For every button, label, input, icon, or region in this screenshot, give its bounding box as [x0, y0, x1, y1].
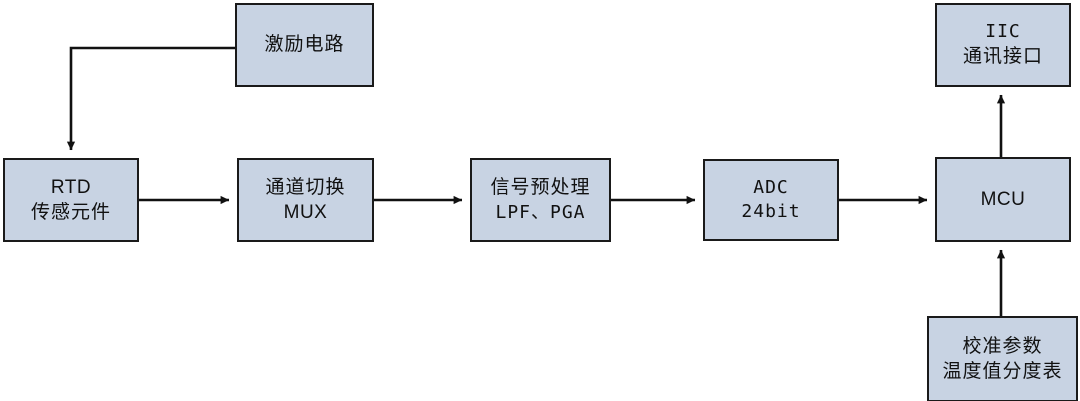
block-signal-preprocessing-line-2: LPF、PGA	[495, 201, 586, 223]
block-mcu-line-1: MCU	[980, 188, 1026, 210]
block-adc[interactable]: ADC 24bit	[703, 159, 839, 241]
block-signal-preprocessing[interactable]: 信号预处理 LPF、PGA	[470, 158, 611, 242]
block-iic-interface-line-1: IIC	[985, 21, 1021, 43]
block-calibration-table-line-1: 校准参数	[962, 334, 1043, 357]
block-calibration-table[interactable]: 校准参数 温度值分度表	[927, 316, 1078, 401]
block-rtd-sensor-line-1: RTD	[50, 176, 92, 198]
block-mcu[interactable]: MCU	[935, 157, 1071, 242]
block-iic-interface-line-2: 通讯接口	[962, 45, 1043, 68]
block-channel-mux-line-1: 通道切换	[265, 175, 346, 198]
block-channel-mux[interactable]: 通道切换 MUX	[237, 158, 374, 242]
block-channel-mux-line-2: MUX	[283, 202, 328, 223]
block-adc-line-1: ADC	[753, 177, 789, 199]
block-excitation-circuit-line-1: 激励电路	[264, 33, 345, 56]
block-excitation-circuit[interactable]: 激励电路	[235, 3, 374, 87]
connector-excitation-to-rtd	[66, 46, 235, 151]
block-rtd-sensor[interactable]: RTD 传感元件	[3, 158, 139, 242]
block-calibration-table-line-2: 温度值分度表	[942, 360, 1063, 382]
block-iic-interface[interactable]: IIC 通讯接口	[935, 3, 1071, 87]
block-adc-line-2: 24bit	[741, 201, 801, 222]
block-rtd-sensor-line-2: 传感元件	[30, 201, 111, 223]
block-signal-preprocessing-line-1: 信号预处理	[490, 176, 591, 199]
